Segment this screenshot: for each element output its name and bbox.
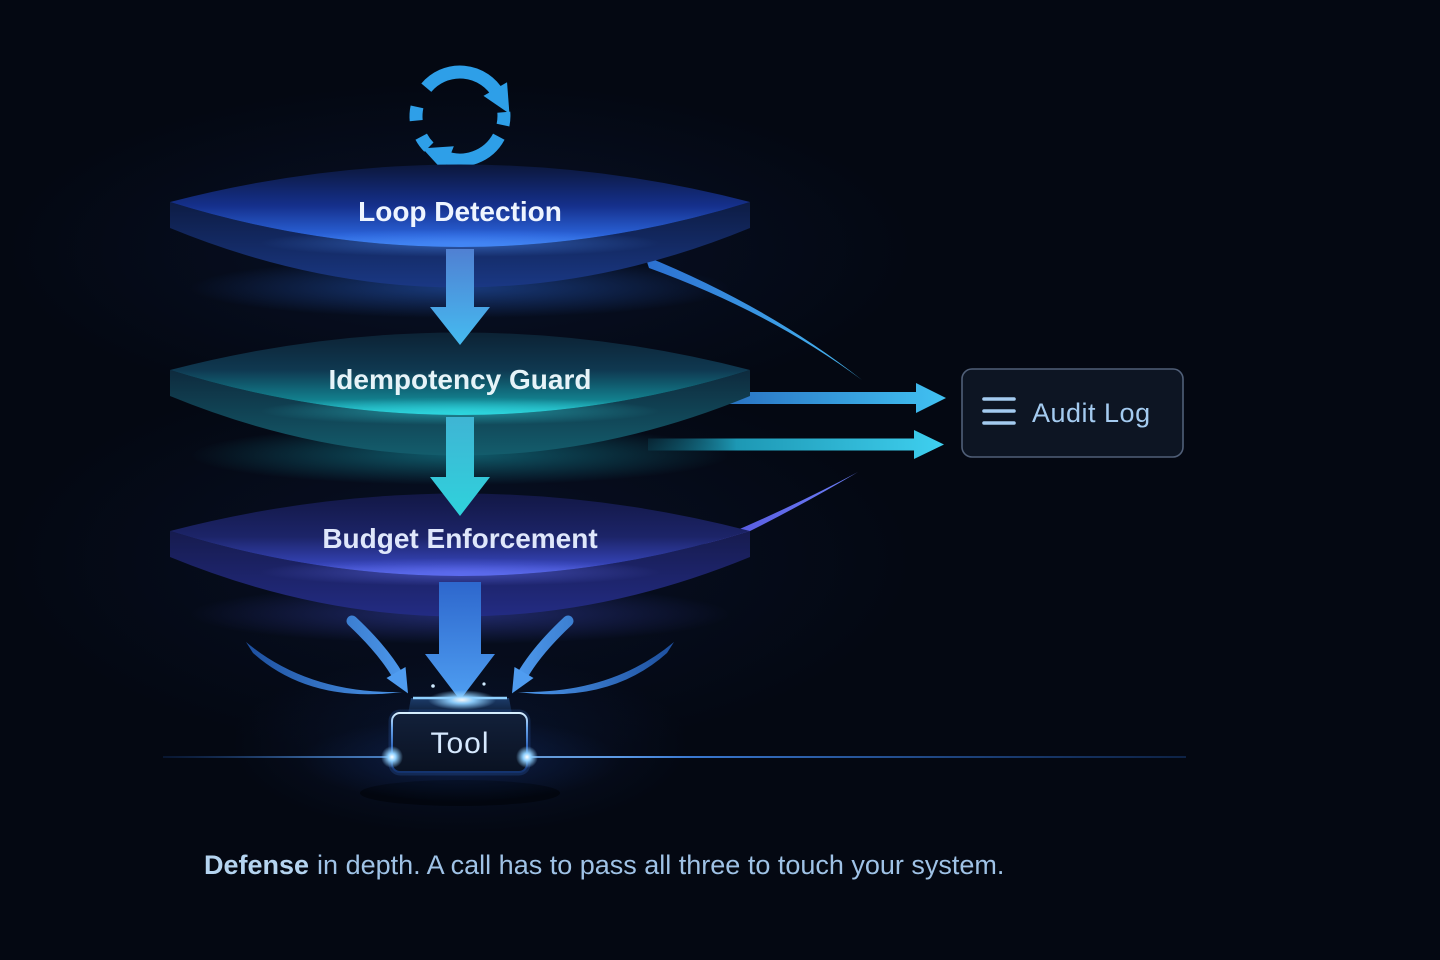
ground-flare-left [381,746,403,768]
disc2-edge-glow [260,397,660,425]
tool-box [391,712,528,773]
ground-flare-right [516,746,538,768]
flow-arrow-2 [430,417,490,516]
sparkle [431,684,435,688]
tool-pedestal: Tool [300,682,620,806]
flow-arrow-1 [430,249,490,345]
audit-log-label: Audit Log [1032,398,1151,428]
flow-arrow-3 [425,582,495,700]
caption-lead: Defense [204,850,309,880]
audit-arrow-bottom [648,430,944,459]
audit-log-frame [961,368,1184,458]
caption-rest: in depth. A call has to pass all three t… [317,850,1004,880]
sparkle [482,682,486,686]
caption: Defense in depth. A call has to pass all … [204,850,1004,880]
layer-label-loop-detection: Loop Detection [358,196,562,227]
disc3-rim [170,531,750,617]
layer-disc-idempotency-guard [170,332,750,485]
converge-swoosh-right [518,642,674,695]
audit-log-box: Audit Log [961,368,1184,458]
converge-arrow-left [346,615,408,694]
layer-label-idempotency-guard: Idempotency Guard [329,364,592,395]
tool-flare [428,690,496,710]
converge-arrow-right [512,615,574,694]
list-lines-icon [982,397,1016,425]
disc1-rim [170,202,750,288]
layer-label-budget-enforcement: Budget Enforcement [322,523,597,554]
disc1-surface [170,164,750,247]
disc2-surface [170,332,750,415]
disc2-rim [170,370,750,456]
loop-refresh-icon [409,65,511,172]
tool-label: Tool [430,727,489,760]
disc3-surface [170,493,750,576]
converge-swoosh-left [246,642,402,695]
audit-arrow-top [672,383,946,413]
disc3-edge-glow [260,558,660,586]
disc1-edge-glow [260,229,660,257]
